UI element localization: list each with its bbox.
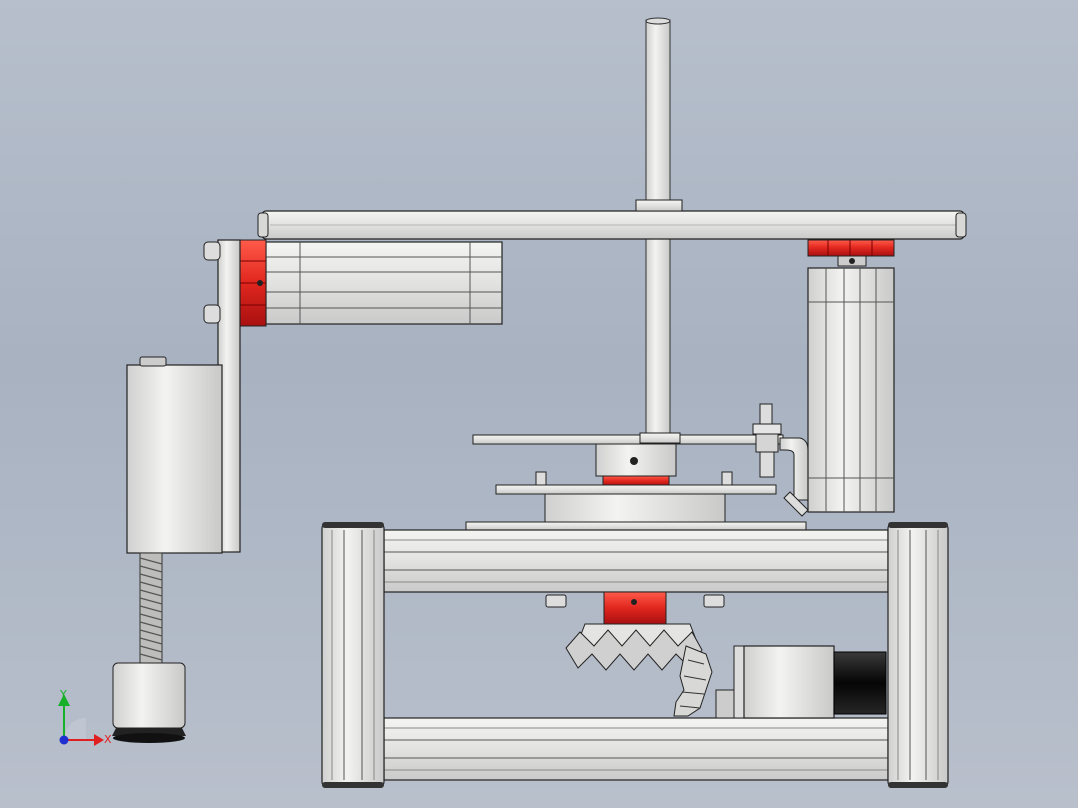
triad-y-label: Y xyxy=(60,688,67,701)
shaft-collar-mid xyxy=(639,432,681,444)
upper-plate xyxy=(472,434,784,445)
shaft-collar-top xyxy=(635,199,683,212)
rotary-base-plate xyxy=(495,484,777,495)
frame-bottom-beam xyxy=(383,717,889,781)
table-base xyxy=(465,521,807,531)
bevel-gear-small xyxy=(673,645,737,719)
shaft-hub xyxy=(595,443,677,477)
y-arrowhead-icon xyxy=(58,694,70,706)
bearing-housing xyxy=(544,493,726,523)
bevel-gear-large xyxy=(565,623,703,671)
sensor-probe xyxy=(752,403,782,478)
frame-right-post xyxy=(887,522,949,788)
triad-x-label: X xyxy=(104,733,112,746)
top-horizontal-arm xyxy=(257,210,967,240)
frame-left-post xyxy=(321,522,385,788)
origin-dot xyxy=(59,735,69,745)
coordinate-triad xyxy=(58,694,104,746)
right-red-couplings xyxy=(807,239,895,267)
suction-cup xyxy=(112,662,186,743)
stepper-motor xyxy=(733,645,887,719)
lead-screw xyxy=(139,552,163,666)
left-red-couplings xyxy=(239,239,267,327)
frame-top-beam xyxy=(383,529,889,593)
right-vertical-cylinder xyxy=(807,267,895,513)
bent-bracket xyxy=(779,437,809,517)
left-gripper-cylinder xyxy=(265,241,503,325)
x-arrowhead-icon xyxy=(94,734,104,746)
red-collar-lower xyxy=(603,591,667,625)
left-z-housing xyxy=(126,356,223,554)
